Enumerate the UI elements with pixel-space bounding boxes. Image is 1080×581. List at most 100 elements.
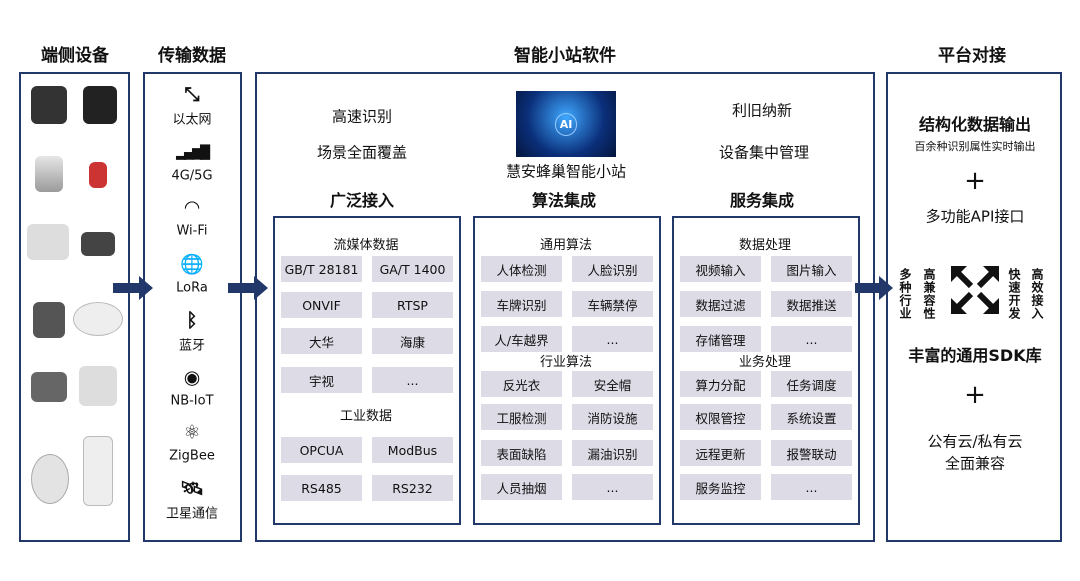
access-terminal-icon <box>83 86 117 124</box>
chip: RS485 <box>281 475 362 501</box>
chip: ... <box>572 326 653 352</box>
transport-label: 卫星通信 <box>165 506 219 522</box>
chip: 人脸识别 <box>572 256 653 282</box>
transport-label: NB-IoT <box>170 393 214 409</box>
chip: 视频输入 <box>680 256 761 282</box>
vertical-text: 多种行业 <box>898 268 912 320</box>
chip: OPCUA <box>281 437 362 463</box>
bullet-camera-icon <box>79 366 117 406</box>
plus-icon: + <box>964 380 986 410</box>
zigbee-icon: ⚛ <box>183 421 201 444</box>
chip: 系统设置 <box>771 404 852 430</box>
transport-label: ZigBee <box>169 448 215 464</box>
valve-sensor-icon <box>33 302 65 338</box>
chip: 图片输入 <box>771 256 852 282</box>
chip: 数据推送 <box>771 291 852 317</box>
chip: 人体检测 <box>481 256 562 282</box>
bluetooth-icon: ᛒ <box>186 309 198 332</box>
dome-camera-icon <box>31 454 69 504</box>
chip: 报警联动 <box>771 440 852 466</box>
chip: 安全帽 <box>572 371 653 397</box>
thermal-camera-icon <box>27 224 69 260</box>
chip: 大华 <box>281 328 362 354</box>
section-algo: 算法集成 <box>531 191 597 210</box>
software-panel <box>255 72 875 542</box>
chip: 车辆禁停 <box>572 291 653 317</box>
satellite-icon: 🛰 <box>179 477 205 500</box>
ai-logo: AI <box>554 112 578 136</box>
camera-device-icon <box>31 86 67 124</box>
group-title: 数据处理 <box>738 238 792 253</box>
chip: 漏油识别 <box>572 440 653 466</box>
chip: ModBus <box>372 437 453 463</box>
chip: 海康 <box>372 328 453 354</box>
iot-sensor-icon <box>83 436 113 506</box>
vertical-text: 高兼容性 <box>922 268 936 320</box>
chip: 车牌识别 <box>481 291 562 317</box>
chip: 反光衣 <box>481 371 562 397</box>
group-title: 行业算法 <box>539 355 593 370</box>
feature-text: 场景全面覆盖 <box>316 143 408 162</box>
arrow-icon <box>113 276 153 300</box>
chip: ... <box>771 474 852 500</box>
vertical-text: 高效接入 <box>1030 268 1044 320</box>
group-title: 业务处理 <box>738 355 792 370</box>
cloud-text: 公有云/私有云 <box>927 432 1023 451</box>
chip: ... <box>572 474 653 500</box>
sdk-text: 丰富的通用SDK库 <box>908 346 1042 365</box>
header-software: 智能小站软件 <box>514 46 616 66</box>
structured-sub: 百余种识别属性实时输出 <box>914 140 1036 153</box>
vertical-text: 快速开发 <box>1007 268 1021 320</box>
service-box <box>672 216 860 525</box>
structured-output: 结构化数据输出 <box>918 115 1032 134</box>
weather-station-icon <box>35 156 63 192</box>
smoke-detector-icon <box>73 302 123 336</box>
chip: 宇视 <box>281 367 362 393</box>
algo-box <box>473 216 661 525</box>
transport-label: Wi-Fi <box>176 223 208 239</box>
chip: 工服检测 <box>481 404 562 430</box>
chip: 数据过滤 <box>680 291 761 317</box>
transport-label: LoRa <box>176 280 208 296</box>
feature-text: 利旧纳新 <box>731 101 793 120</box>
plus-icon: + <box>964 166 986 196</box>
chip: 任务调度 <box>771 371 852 397</box>
smart-station-image: AI <box>516 91 616 157</box>
group-title: 流媒体数据 <box>333 238 399 253</box>
cloud-text: 全面兼容 <box>944 454 1006 473</box>
header-transport: 传输数据 <box>158 46 226 66</box>
feature-text: 设备集中管理 <box>718 143 810 162</box>
devices-panel <box>19 72 130 542</box>
chip: RS232 <box>372 475 453 501</box>
chip: 人/车越界 <box>481 326 562 352</box>
header-devices: 端侧设备 <box>41 46 109 66</box>
globe-icon: 🌐 <box>180 253 204 276</box>
section-service: 服务集成 <box>729 191 795 210</box>
transport-panel <box>143 72 242 542</box>
signal-icon: ▂▄▆█ <box>176 145 210 161</box>
arrow-icon <box>855 276 893 300</box>
transport-label: 以太网 <box>172 112 212 128</box>
chip: 存储管理 <box>680 326 761 352</box>
chip: 消防设施 <box>572 404 653 430</box>
group-title: 通用算法 <box>539 238 593 253</box>
nbiot-icon: ◉ <box>183 366 201 389</box>
platform-panel <box>886 72 1062 542</box>
chip: 权限管控 <box>680 404 761 430</box>
alarm-light-icon <box>89 162 107 188</box>
chip: GA/T 1400 <box>372 256 453 282</box>
ethernet-icon: ⤡ <box>184 83 200 106</box>
section-access: 广泛接入 <box>329 191 395 210</box>
chip: 服务监控 <box>680 474 761 500</box>
feature-text: 高速识别 <box>331 107 393 126</box>
chip: 表面缺陷 <box>481 440 562 466</box>
card-reader-icon <box>81 232 115 256</box>
wifi-icon: ◠ <box>184 196 200 219</box>
chip: ONVIF <box>281 292 362 318</box>
expand-arrows-icon <box>951 266 999 314</box>
chip: 人员抽烟 <box>481 474 562 500</box>
transport-label: 蓝牙 <box>178 338 206 354</box>
access-box <box>273 216 461 525</box>
chip: 算力分配 <box>680 371 761 397</box>
header-platform: 平台对接 <box>938 46 1006 66</box>
